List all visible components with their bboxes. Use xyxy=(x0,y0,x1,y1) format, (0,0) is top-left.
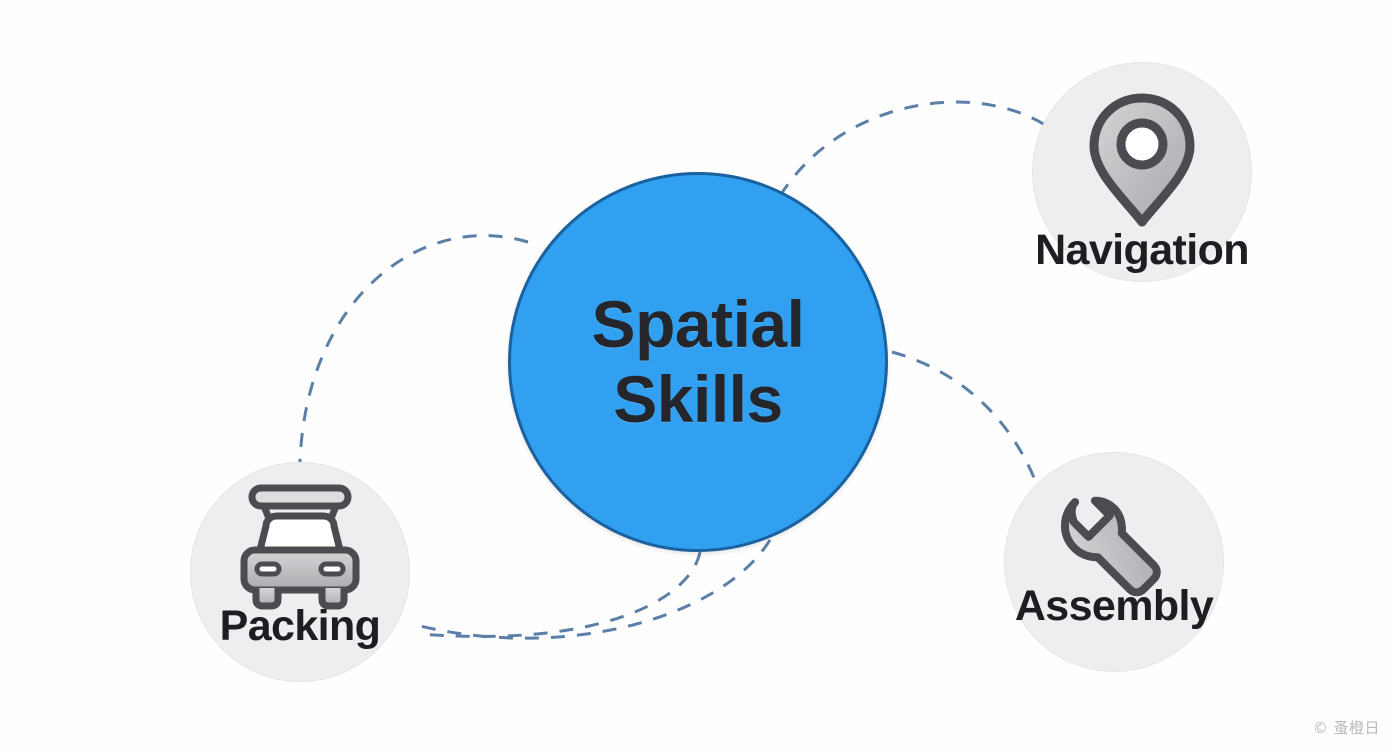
node-label-assembly: Assembly xyxy=(1014,582,1214,630)
hub-node-spatial-skills[interactable]: Spatial Skills xyxy=(508,172,888,552)
node-packing[interactable]: Packing xyxy=(190,462,410,682)
hub-label: Spatial Skills xyxy=(591,286,805,436)
node-navigation[interactable]: Navigation xyxy=(1032,62,1252,282)
node-label-navigation: Navigation xyxy=(1035,226,1249,274)
wrench-icon xyxy=(1060,496,1161,597)
connector-hub-to-navigation xyxy=(778,100,1051,197)
node-assembly[interactable]: Assembly xyxy=(1004,452,1224,672)
map-pin-icon xyxy=(1089,93,1195,227)
connector-hub-to-packing-b xyxy=(411,539,772,640)
node-label-packing: Packing xyxy=(219,602,381,650)
car-with-roof-rack-icon xyxy=(240,484,360,610)
connector-hub-to-packing-c xyxy=(298,234,529,463)
watermark: © 蚤橙日 xyxy=(1312,719,1380,737)
connector-hub-to-packing-a xyxy=(419,551,702,638)
